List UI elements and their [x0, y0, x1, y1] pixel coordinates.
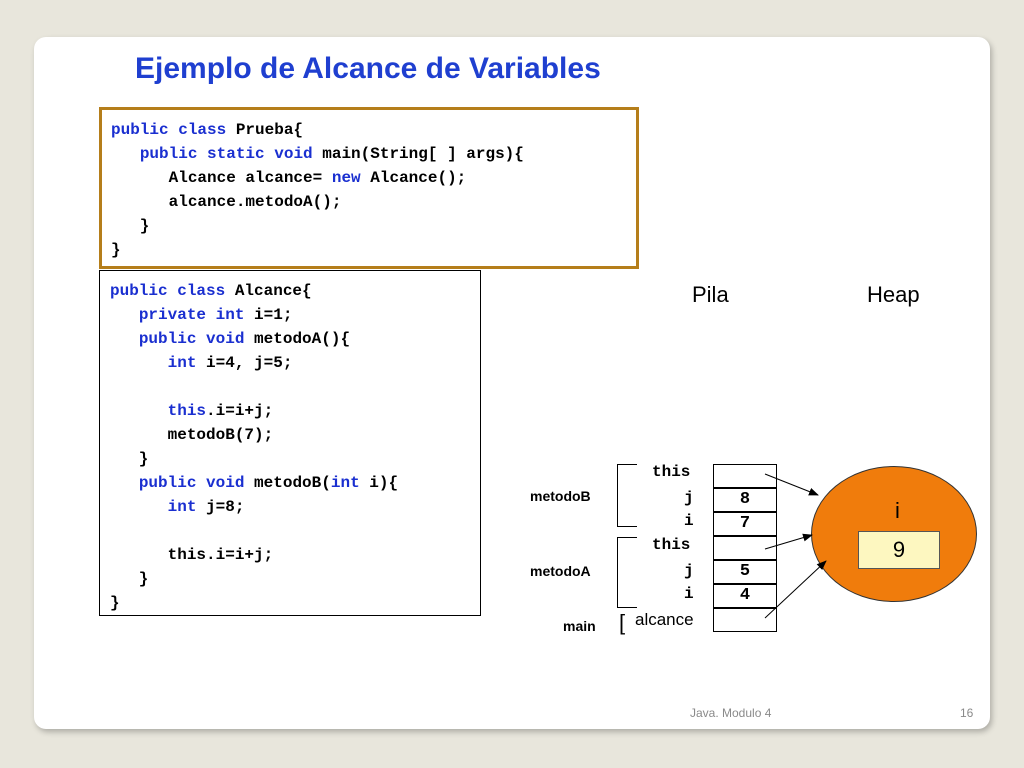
code-keyword: public class [110, 282, 226, 300]
code-text: } [110, 570, 149, 588]
code-keyword: this [167, 402, 207, 420]
code-box-prueba: public class Prueba{ public static void … [99, 107, 639, 269]
code-text: j=8; [196, 498, 245, 516]
code-text: alcance.metodoA(); [111, 193, 342, 211]
main-frame-bracket: [ [619, 610, 626, 635]
code-text: metodoB( [244, 474, 331, 492]
code_alcance-line: } [110, 447, 480, 471]
code_alcance-line: int i=4, j=5; [110, 351, 480, 375]
code-keyword: public void [138, 474, 245, 492]
code-text: Alcance alcance= [111, 169, 332, 187]
code-box-alcance: public class Alcance{ private int i=1; p… [99, 270, 481, 616]
code_alcance-line: int j=8; [110, 495, 480, 519]
code-text: Alcance(); [360, 169, 467, 187]
footer-text: Java. Modulo 4 [690, 706, 772, 720]
code-text: main(String[ ] args){ [312, 145, 524, 163]
code_alcance-line: } [110, 567, 480, 591]
stack-cell-metodoA-j: 5 [713, 560, 777, 584]
var-name-metodoA-this: this [652, 536, 691, 554]
stack-cell-metodoA-this [713, 536, 777, 560]
code_alcance-line: public class Alcance{ [110, 279, 480, 303]
code-keyword: int [167, 354, 197, 372]
arrow-metodoB-this [764, 473, 819, 496]
var-name-metodoA-i: i [684, 585, 694, 603]
code_prueba-line: public class Prueba{ [111, 118, 636, 142]
stack-cell-metodoB-this [713, 464, 777, 488]
code-keyword: new [331, 169, 361, 187]
var-name-metodoB-i: i [684, 512, 694, 530]
page-number: 16 [960, 706, 974, 720]
code-keyword: int [330, 474, 360, 492]
heap-field-name: i [895, 498, 900, 523]
code-text: Prueba{ [226, 121, 304, 139]
code-text: i=4, j=5; [196, 354, 293, 372]
arrow-main-alcance [764, 560, 827, 619]
code-keyword: public static void [139, 145, 313, 163]
code_prueba-line: Alcance alcance= new Alcance(); [111, 166, 636, 190]
var-name-metodoB-this: this [652, 463, 691, 481]
code-text: } [110, 450, 149, 468]
code_alcance-line: this.i=i+j; [110, 399, 480, 423]
code-text: metodoB(7); [110, 426, 274, 444]
frame-bracket-metodoA [617, 537, 637, 608]
code-text: i){ [359, 474, 399, 492]
code_prueba-line: public static void main(String[ ] args){ [111, 142, 636, 166]
stack-cell-metodoA-i: 4 [713, 584, 777, 608]
code_alcance-line: public void metodoB(int i){ [110, 471, 480, 495]
code_prueba-line: alcance.metodoA(); [111, 190, 636, 214]
code_alcance-line: private int i=1; [110, 303, 480, 327]
frame-label-metodoA: metodoA [530, 563, 591, 579]
code-keyword: private int [138, 306, 245, 324]
code-text: } [111, 217, 150, 235]
code-text: this.i=i+j; [110, 546, 274, 564]
heap-field-value: 9 [858, 531, 940, 569]
code-text: .i=i+j; [206, 402, 274, 420]
code_alcance-line: } [110, 591, 480, 615]
var-name-metodoA-j: j [684, 562, 694, 580]
code_prueba-line: } [111, 214, 636, 238]
stack-cell-metodoB-i: 7 [713, 512, 777, 536]
code_alcance-line: this.i=i+j; [110, 543, 480, 567]
code-text: } [110, 594, 120, 612]
code-text: } [111, 241, 121, 259]
stack-cell-metodoB-j: 8 [713, 488, 777, 512]
code_alcance-line: public void metodoA(){ [110, 327, 480, 351]
code-text: Alcance{ [225, 282, 312, 300]
code-keyword: public void [138, 330, 245, 348]
frame-bracket-metodoB [617, 464, 637, 527]
slide-title: Ejemplo de Alcance de Variables [135, 52, 601, 85]
heap-label: Heap [867, 282, 920, 307]
frame-label-metodoB: metodoB [530, 488, 591, 504]
var-name-metodoB-j: j [684, 489, 694, 507]
code-keyword: public class [111, 121, 227, 139]
stack-label: Pila [692, 282, 729, 307]
var-name-main-alcance: alcance [635, 610, 694, 629]
code_alcance-line: metodoB(7); [110, 423, 480, 447]
stack-cell-main-alcance [713, 608, 777, 632]
frame-label-main: main [563, 618, 596, 634]
code_prueba-line: } [111, 238, 636, 262]
code-text: metodoA(){ [244, 330, 351, 348]
code-keyword: int [167, 498, 197, 516]
arrow-metodoA-this [764, 533, 813, 550]
code-text: i=1; [244, 306, 293, 324]
